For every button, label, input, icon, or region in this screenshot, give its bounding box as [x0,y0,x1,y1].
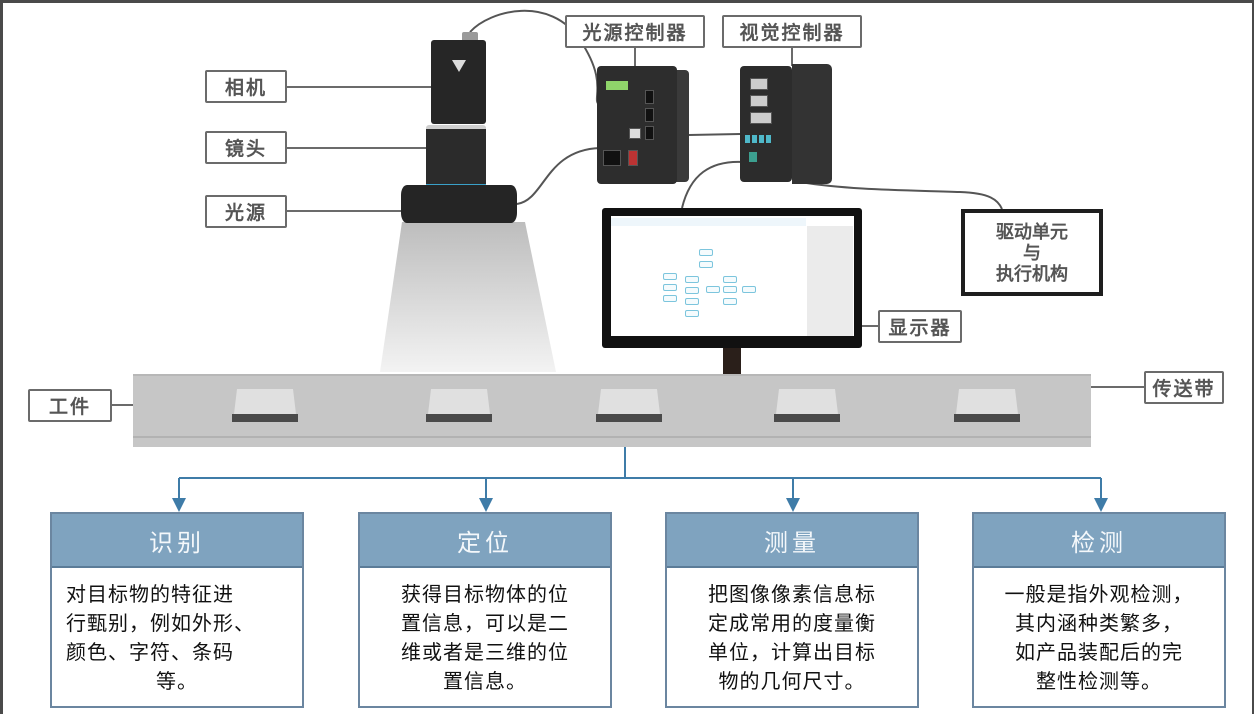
flow-node [706,286,720,293]
arrowhead-3 [786,498,800,512]
flow-node [663,284,677,291]
camera-connector [462,32,478,42]
arrowhead-4 [1094,498,1108,512]
label-camera: 相机 [205,70,287,103]
card-line: 把图像像素信息标 [708,582,876,606]
workpiece [596,389,662,423]
label-lens: 镜头 [205,131,287,164]
usb-port [766,135,771,143]
function-card-inspection: 检测 一般是指外观检测， 其内涵种类繁多， 如产品装配后的完 整性检测等。 [972,512,1226,708]
light-controller-channel [645,90,654,104]
card-line: 等。 [156,669,198,693]
light-controller-side [675,70,689,182]
flow-node [699,249,713,256]
card-title: 识别 [52,514,302,568]
flow-node [663,273,677,280]
lens-device [426,125,486,187]
card-line: 获得目标物体的位 [401,582,569,606]
card-line: 一般是指外观检测， [1004,582,1194,606]
usb-port [745,135,750,143]
light-controller-display [606,81,628,90]
light-controller-power [603,150,621,166]
workpiece [232,389,298,423]
workpiece [774,389,840,423]
light-controller-channel [645,108,654,122]
ethernet-port [750,112,772,124]
workpiece [954,389,1020,423]
ethernet-port [750,78,768,90]
cable-vision-to-drive [799,181,1003,210]
flow-node [699,261,713,268]
card-line: 置信息，可以是二 [401,611,569,635]
light-controller-port [629,128,641,139]
card-description: 一般是指外观检测， 其内涵种类繁多， 如产品装配后的完 整性检测等。 [974,568,1224,696]
arrowhead-1 [172,498,186,512]
card-description: 把图像像素信息标 定成常用的度量衡 单位，计算出目标 物的几何尺寸。 [667,568,917,696]
label-conveyor: 传送带 [1144,371,1224,404]
label-drive-unit: 驱动单元 与 执行机构 [961,209,1103,296]
flow-node [685,298,699,305]
card-description: 获得目标物体的位 置信息，可以是二 维或者是三维的位 置信息。 [360,568,610,696]
camera-logo-icon [452,60,466,72]
card-line: 其内涵种类繁多， [1015,611,1183,635]
label-light-controller: 光源控制器 [565,15,705,48]
ethernet-port [750,95,768,107]
flow-node [663,295,677,302]
serial-port [749,152,757,162]
label-vision-controller: 视觉控制器 [722,15,862,48]
flow-node [685,310,699,317]
screen-toolbar [611,218,806,226]
cable-light-to-light-controller [516,147,601,205]
card-title: 测量 [667,514,917,568]
card-description: 对目标物的特征进 行甄别，例如外形、 颜色、字符、条码 等。 [52,568,302,696]
cable-light-controller-to-vision [688,133,741,136]
usb-port [752,135,757,143]
label-light-source: 光源 [205,195,287,228]
drive-unit-line: 与 [1023,243,1041,264]
label-display: 显示器 [878,310,962,343]
cable-vision-to-display [681,160,745,209]
card-line: 对目标物的特征进 [66,582,234,606]
flow-node [723,286,737,293]
function-card-measurement: 测量 把图像像素信息标 定成常用的度量衡 单位，计算出目标 物的几何尺寸。 [665,512,919,708]
card-line: 维或者是三维的位 [401,640,569,664]
card-line: 行甄别，例如外形、 [66,611,255,635]
card-line: 置信息。 [443,669,527,693]
screen-side-panel [807,226,853,336]
card-line: 物的几何尺寸。 [718,669,866,693]
flow-node [742,286,756,293]
light-controller-switch [628,150,638,166]
ring-light-device [401,185,517,223]
card-line: 整性检测等。 [1036,669,1162,693]
card-line: 颜色、字符、条码 [66,640,234,664]
card-line: 如产品装配后的完 [1015,640,1183,664]
monitor-stand [723,348,741,375]
card-title: 定位 [360,514,610,568]
function-card-positioning: 定位 获得目标物体的位 置信息，可以是二 维或者是三维的位 置信息。 [358,512,612,708]
light-controller-channel [645,126,654,140]
card-line: 单位，计算出目标 [708,640,876,664]
flow-node [685,287,699,294]
label-workpiece: 工件 [28,389,112,422]
camera-device [431,40,486,124]
workpiece [426,389,492,423]
function-card-recognition: 识别 对目标物的特征进 行甄别，例如外形、 颜色、字符、条码 等。 [50,512,304,708]
card-line: 定成常用的度量衡 [708,611,876,635]
usb-port [759,135,764,143]
card-title: 检测 [974,514,1224,568]
vision-controller-module [792,64,832,184]
drive-unit-line: 执行机构 [996,264,1068,285]
arrowhead-2 [479,498,493,512]
drive-unit-line: 驱动单元 [996,222,1068,243]
flow-node [723,298,737,305]
light-beam [380,222,556,372]
flow-node [685,276,699,283]
conveyor-edge [133,436,1091,438]
flow-node [723,276,737,283]
